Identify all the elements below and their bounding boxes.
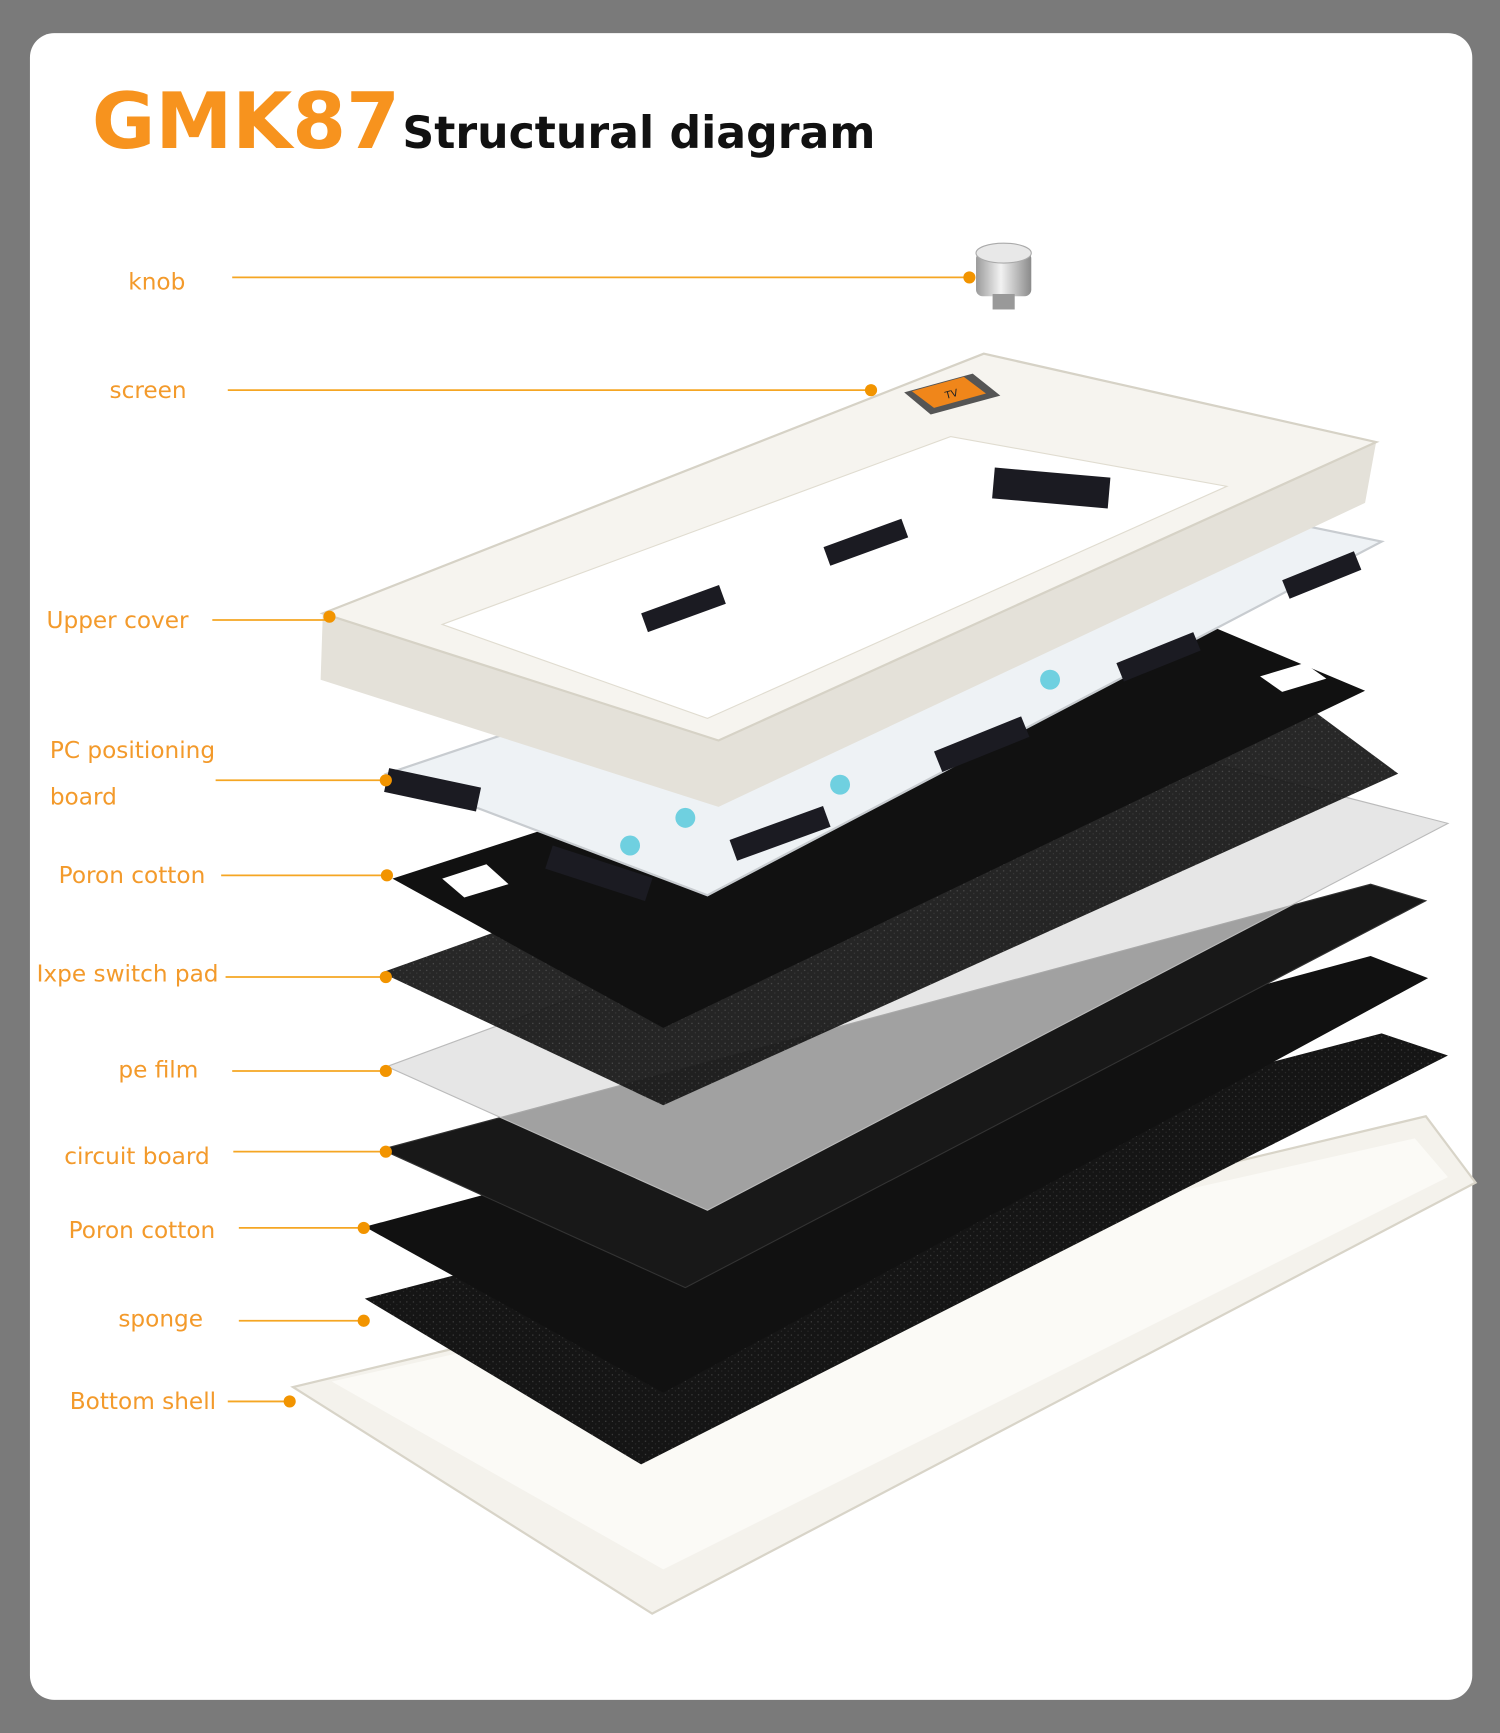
label-upper-cover: Upper cover bbox=[47, 607, 336, 634]
label-poron-cotton-upper: Poron cotton bbox=[59, 862, 394, 889]
label-pc-positioning-board: PC positioning board bbox=[50, 737, 392, 811]
label-sponge: sponge bbox=[118, 1305, 370, 1332]
label-text: knob bbox=[128, 269, 185, 296]
label-text: sponge bbox=[118, 1305, 203, 1332]
label-text: Upper cover bbox=[47, 607, 190, 634]
brand-title: GMK87 bbox=[92, 77, 400, 167]
screen-part: TV bbox=[904, 373, 1001, 415]
label-text: circuit board bbox=[64, 1143, 210, 1170]
label-text: Poron cotton bbox=[69, 1217, 216, 1244]
diagram-subtitle: Structural diagram bbox=[402, 108, 875, 159]
label-text: screen bbox=[110, 377, 187, 404]
label-pe-film: pe film bbox=[118, 1057, 392, 1084]
screen-badge: TV bbox=[943, 388, 959, 402]
poron-cotton-upper-part bbox=[392, 618, 1366, 1028]
label-text: Bottom shell bbox=[70, 1388, 216, 1415]
label-text: Poron cotton bbox=[59, 862, 206, 889]
label-text: PC positioning bbox=[50, 737, 215, 764]
knob-part bbox=[975, 242, 1032, 310]
label-text: Ixpe switch pad bbox=[37, 960, 219, 987]
upper-cover-part bbox=[319, 352, 1380, 807]
label-text: board bbox=[50, 784, 117, 811]
label-knob: knob bbox=[128, 269, 976, 296]
label-ixpe-switch-pad: Ixpe switch pad bbox=[37, 960, 392, 987]
label-text: pe film bbox=[118, 1057, 198, 1084]
label-poron-cotton-lower: Poron cotton bbox=[69, 1217, 370, 1244]
label-screen: screen bbox=[110, 377, 878, 404]
label-bottom-shell: Bottom shell bbox=[70, 1388, 296, 1415]
label-circuit-board: circuit board bbox=[64, 1143, 392, 1170]
